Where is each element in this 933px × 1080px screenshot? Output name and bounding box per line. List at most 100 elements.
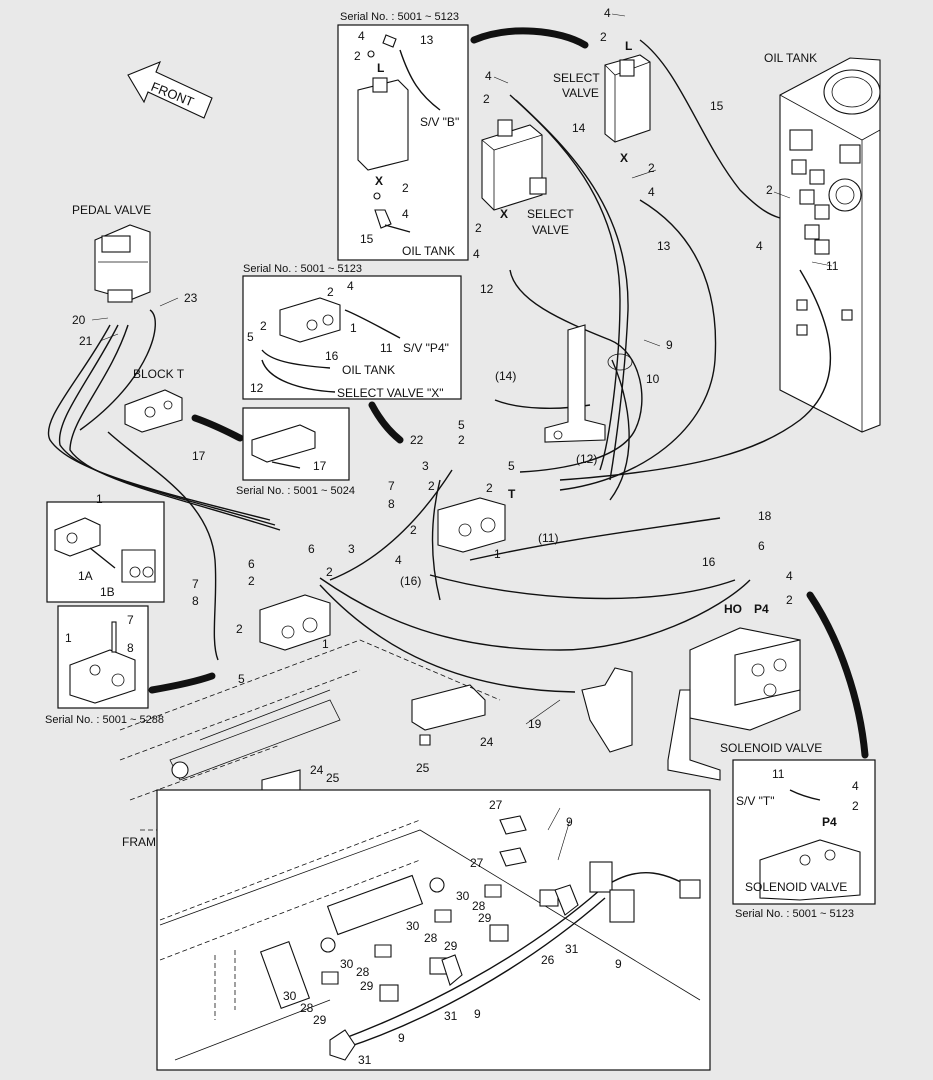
svg-text:1: 1 — [350, 321, 357, 335]
svg-text:T: T — [508, 487, 516, 501]
svg-text:2: 2 — [402, 181, 409, 195]
svg-text:4: 4 — [756, 239, 763, 253]
svg-text:8: 8 — [127, 641, 134, 655]
svg-text:9: 9 — [666, 338, 673, 352]
svg-text:16: 16 — [325, 349, 339, 363]
svg-text:1: 1 — [322, 637, 329, 651]
svg-text:28: 28 — [472, 899, 486, 913]
bracket-19 — [411, 667, 633, 753]
inset-valve-1-lower: 1 7 8 Serial No. : 5001 ~ 5288 — [45, 605, 164, 726]
svg-text:9: 9 — [398, 1031, 405, 1045]
svg-text:OIL TANK: OIL TANK — [342, 363, 395, 377]
svg-text:7: 7 — [192, 577, 199, 591]
svg-text:13: 13 — [657, 239, 671, 253]
inset-block-t: 17 Serial No. : 5001 ~ 5024 — [236, 407, 355, 497]
svg-text:22: 22 — [410, 433, 424, 447]
svg-text:30: 30 — [456, 889, 470, 903]
svg-text:2: 2 — [600, 30, 607, 44]
inset-sv-p4: Serial No. : 5001 ~ 5123 4 2 1 5 2 11 16… — [242, 263, 462, 400]
svg-text:SELECT VALVE "X": SELECT VALVE "X" — [337, 386, 444, 400]
svg-text:FRAME: FRAME — [122, 835, 164, 849]
svg-text:PEDAL VALVE: PEDAL VALVE — [72, 203, 151, 217]
svg-text:7: 7 — [388, 479, 395, 493]
svg-text:29: 29 — [444, 939, 458, 953]
svg-text:HO: HO — [724, 602, 742, 616]
svg-text:12: 12 — [250, 381, 264, 395]
svg-text:29: 29 — [360, 979, 374, 993]
svg-text:9: 9 — [474, 1007, 481, 1021]
callout-numbers: 4 2 14 2 4 12 4 2 2 4 15 13 2 4 11 9 10 … — [72, 6, 839, 1067]
svg-text:15: 15 — [360, 232, 374, 246]
svg-text:Serial No. : 5001 ~ 5288: Serial No. : 5001 ~ 5288 — [45, 714, 164, 726]
svg-text:4: 4 — [358, 29, 365, 43]
inset-sv-b-serial: Serial No. : 5001 ~ 5123 — [340, 11, 459, 23]
svg-text:2: 2 — [260, 319, 267, 333]
svg-text:1: 1 — [65, 631, 72, 645]
svg-text:28: 28 — [424, 931, 438, 945]
svg-text:X: X — [375, 174, 383, 188]
svg-text:SELECT: SELECT — [553, 71, 600, 85]
svg-text:11: 11 — [772, 767, 785, 781]
svg-text:2: 2 — [428, 479, 435, 493]
svg-text:2: 2 — [326, 565, 333, 579]
svg-text:Serial No. : 5001 ~ 5123: Serial No. : 5001 ~ 5123 — [243, 263, 362, 275]
leader-lines — [91, 13, 833, 861]
svg-text:1: 1 — [96, 492, 103, 506]
svg-text:(14): (14) — [495, 369, 516, 383]
inset-arc-2 — [191, 414, 244, 442]
svg-text:5: 5 — [458, 418, 465, 432]
svg-text:Serial No. : 5001 ~ 5123: Serial No. : 5001 ~ 5123 — [735, 908, 854, 920]
svg-text:4: 4 — [402, 207, 409, 221]
svg-text:28: 28 — [356, 965, 370, 979]
svg-text:4: 4 — [395, 553, 402, 567]
svg-text:16: 16 — [702, 555, 716, 569]
svg-text:30: 30 — [283, 989, 297, 1003]
svg-text:21: 21 — [79, 334, 93, 348]
svg-text:5: 5 — [508, 459, 515, 473]
svg-text:30: 30 — [340, 957, 354, 971]
svg-text:2: 2 — [327, 285, 334, 299]
svg-text:4: 4 — [852, 779, 859, 793]
svg-text:2: 2 — [852, 799, 859, 813]
inset-arc-3 — [368, 401, 404, 444]
svg-text:(16): (16) — [400, 574, 421, 588]
svg-text:1A: 1A — [78, 569, 93, 583]
svg-text:24: 24 — [310, 763, 324, 777]
inset-solenoid: 11 4 2 S/V "T" P4 SOLENOID VALVE Serial … — [732, 759, 876, 920]
svg-text:4: 4 — [347, 279, 354, 293]
svg-text:X: X — [500, 207, 508, 221]
svg-text:2: 2 — [786, 593, 793, 607]
inset-valve-1: 1 1A 1B — [46, 492, 165, 603]
svg-text:26: 26 — [541, 953, 555, 967]
svg-text:L: L — [625, 39, 632, 53]
svg-text:OIL TANK: OIL TANK — [402, 244, 455, 258]
svg-text:25: 25 — [326, 771, 340, 785]
front-arrow: FRONT — [127, 61, 213, 119]
svg-text:S/V "B": S/V "B" — [420, 115, 459, 129]
svg-text:27: 27 — [489, 798, 503, 812]
svg-text:2: 2 — [486, 481, 493, 495]
svg-text:2: 2 — [354, 49, 361, 63]
svg-text:29: 29 — [478, 911, 492, 925]
svg-text:8: 8 — [388, 497, 395, 511]
svg-text:VALVE: VALVE — [562, 86, 599, 100]
svg-text:1: 1 — [494, 547, 501, 561]
svg-text:4: 4 — [648, 185, 655, 199]
svg-text:4: 4 — [786, 569, 793, 583]
svg-text:(11): (11) — [538, 531, 558, 545]
svg-text:15: 15 — [710, 99, 724, 113]
svg-text:20: 20 — [72, 313, 86, 327]
svg-text:2: 2 — [410, 523, 417, 537]
svg-text:17: 17 — [313, 459, 327, 473]
inset-arc-4 — [148, 672, 216, 694]
svg-text:11: 11 — [380, 341, 393, 355]
svg-text:SELECT: SELECT — [527, 207, 574, 221]
svg-text:18: 18 — [758, 509, 772, 523]
svg-text:1B: 1B — [100, 585, 115, 599]
svg-text:6: 6 — [758, 539, 765, 553]
svg-text:2: 2 — [458, 433, 465, 447]
svg-text:4: 4 — [604, 6, 611, 20]
svg-text:2: 2 — [475, 221, 482, 235]
bracket-10 — [544, 324, 633, 443]
inset-sv-b: Serial No. : 5001 ~ 5123 4 13 2 L X 2 4 … — [337, 11, 469, 261]
